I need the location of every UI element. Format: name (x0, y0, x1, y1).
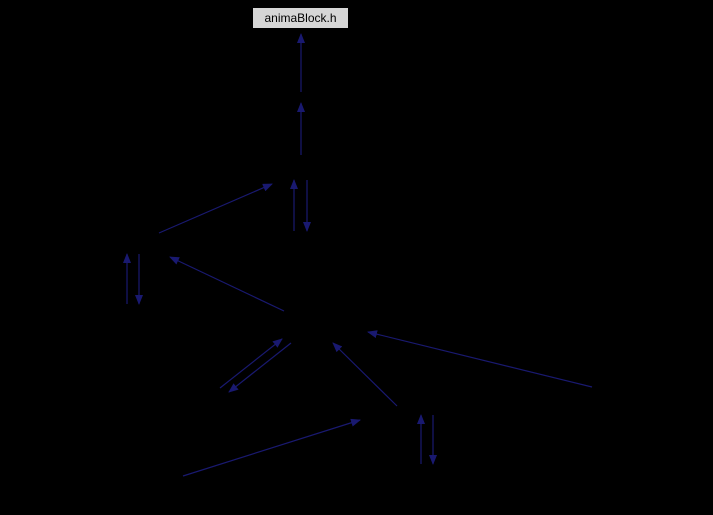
graph-edge (182, 418, 361, 477)
graph-edge (219, 338, 283, 389)
graph-edge (158, 183, 273, 234)
graph-edge (169, 256, 285, 312)
graph-node-label: animaBlock.h (264, 11, 337, 25)
graph-edge (332, 342, 398, 407)
graph-edge (228, 342, 292, 393)
graph-node-animablock-h[interactable]: animaBlock.h (252, 7, 349, 29)
graph-edge (367, 330, 593, 388)
